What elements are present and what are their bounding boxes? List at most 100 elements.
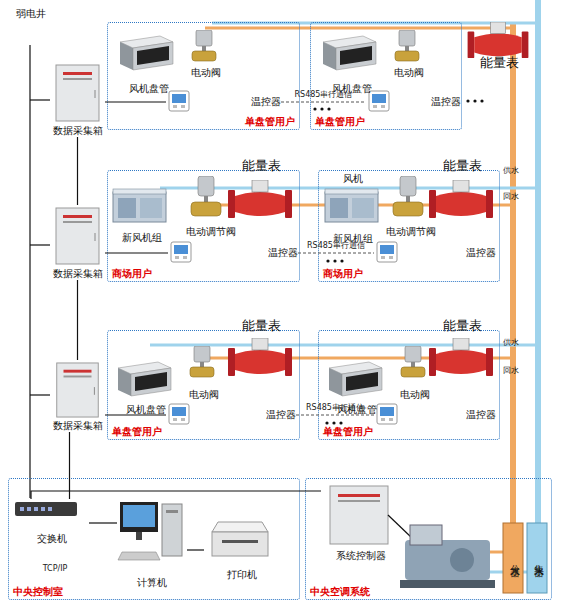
edge-label: RS485串行通信: [307, 241, 365, 251]
control-room: 中央控制室交换机计算机打印机: [8, 478, 300, 600]
device-image: [377, 404, 397, 424]
electric-valve: 电动阀: [176, 346, 231, 401]
chiller: [410, 525, 442, 545]
mall-zone: 商场用户能量表新风机组电动调节阀温控器: [107, 170, 300, 282]
connector-line: [77, 280, 78, 360]
bus-wire: [30, 45, 50, 498]
network-switch: 交换机: [14, 499, 89, 545]
continuation-dots: [333, 259, 336, 262]
node-label: 数据采集箱: [53, 420, 103, 432]
node-label: 温控器: [431, 96, 461, 108]
node-label: 风机盘管: [129, 83, 169, 95]
user-zone: 单盘管用户 风机盘管电动阀温控器: [310, 22, 462, 130]
continuation-dots: [327, 107, 330, 110]
continuation-dots: [473, 99, 476, 102]
energy-meter: 能量表: [226, 159, 296, 221]
water-header-body: [503, 523, 547, 593]
node-label: 新风机组: [122, 232, 162, 244]
region-title: 商场用户: [319, 267, 367, 281]
water-pipe: [510, 24, 516, 523]
node-label: 温控器: [466, 409, 496, 421]
text-label: 弱电井: [16, 8, 46, 20]
text-label: 供水: [503, 166, 519, 176]
continuation-dots: [313, 99, 483, 424]
device-image: [377, 242, 397, 262]
bus-wire: [30, 394, 50, 395]
region-title: 中央空调系统: [306, 585, 374, 599]
node-label: 数据采集箱: [53, 125, 103, 137]
continuation-dots: [332, 421, 335, 424]
device-image: [190, 346, 214, 377]
region-title: 单盘管用户: [241, 115, 299, 129]
device-image: [468, 22, 529, 58]
control-equipment: [338, 494, 380, 497]
region-title: 中央控制室: [9, 585, 67, 599]
node-label: 温控器: [251, 96, 281, 108]
node-label: 集水器: [532, 556, 544, 562]
control-equipment: [136, 532, 142, 540]
connector-line: [89, 522, 117, 523]
electric-valve: 电动阀: [387, 346, 442, 401]
system-controller: 系统控制器: [321, 484, 401, 562]
chiller: [400, 525, 495, 588]
control-equipment: [330, 486, 388, 544]
node-label: 数据采集箱: [53, 268, 103, 280]
continuation-dots: [325, 421, 328, 424]
fresh-air-unit: 新风机组: [111, 186, 173, 244]
node-label: 风机盘管: [126, 404, 166, 416]
device-image: [395, 30, 419, 61]
control-equipment: [123, 505, 155, 527]
device-image: [118, 362, 171, 396]
device-image: [57, 363, 99, 417]
connector-line: [105, 101, 166, 102]
control-equipment: [15, 502, 77, 516]
fan-coil: 风机盘管: [319, 33, 384, 95]
chiller: [400, 580, 495, 588]
user-zone: 单盘管用户 风机盘管电动阀温控器: [107, 22, 300, 130]
fan-coil: 风机盘管: [113, 356, 178, 416]
node-label: 系统控制器: [336, 550, 386, 562]
continuation-dots: [466, 99, 469, 102]
node-label: 温控器: [268, 247, 298, 259]
edge-label: RS485串行通信: [306, 403, 364, 413]
text-label: 回水: [503, 366, 519, 376]
bus-wire: [30, 99, 50, 100]
node-label: 打印机: [227, 569, 257, 581]
energy-meter: 能量表: [466, 18, 532, 70]
water-pipe: [150, 0, 538, 572]
node-label: 能量表: [443, 159, 482, 173]
regulating-valve: 电动调节阀: [173, 176, 248, 238]
text-label: 供水: [503, 338, 519, 348]
region-title: 单盘管用户: [319, 425, 377, 439]
water-pipe: [205, 27, 513, 30]
regulating-valve: 电动调节阀: [381, 176, 441, 238]
device-image: [169, 91, 189, 111]
energy-meter: 能量表: [427, 319, 497, 377]
electric-valve: 电动阀: [379, 29, 439, 79]
electric-valve: 电动阀: [176, 29, 236, 79]
device-image: [429, 338, 493, 376]
region-title: 单盘管用户: [311, 115, 369, 129]
thermostat: 温控器: [374, 241, 496, 265]
device-image: [323, 36, 376, 70]
continuation-dots: [320, 107, 323, 110]
thermostat: 温控器: [366, 89, 461, 115]
node-label: 电动阀: [189, 389, 219, 401]
device-image: [113, 189, 166, 222]
control-equipment: [212, 522, 268, 532]
thermostat: 温控器: [166, 403, 296, 427]
region-title: 商场用户: [108, 267, 156, 281]
control-equipment: [388, 515, 412, 538]
node-label: 能量表: [242, 159, 281, 173]
device-image: [120, 36, 173, 70]
data-box: 数据采集箱: [50, 205, 105, 280]
control-equipment: [166, 510, 178, 513]
water-header-body: [527, 523, 547, 593]
control-equipment: [41, 507, 45, 511]
device-image: [169, 404, 189, 424]
edge-label: TCP/IP: [43, 564, 68, 574]
connector-line: [187, 549, 204, 550]
node-label: 分水器: [508, 556, 520, 562]
water-header: 分水器: [504, 524, 524, 594]
